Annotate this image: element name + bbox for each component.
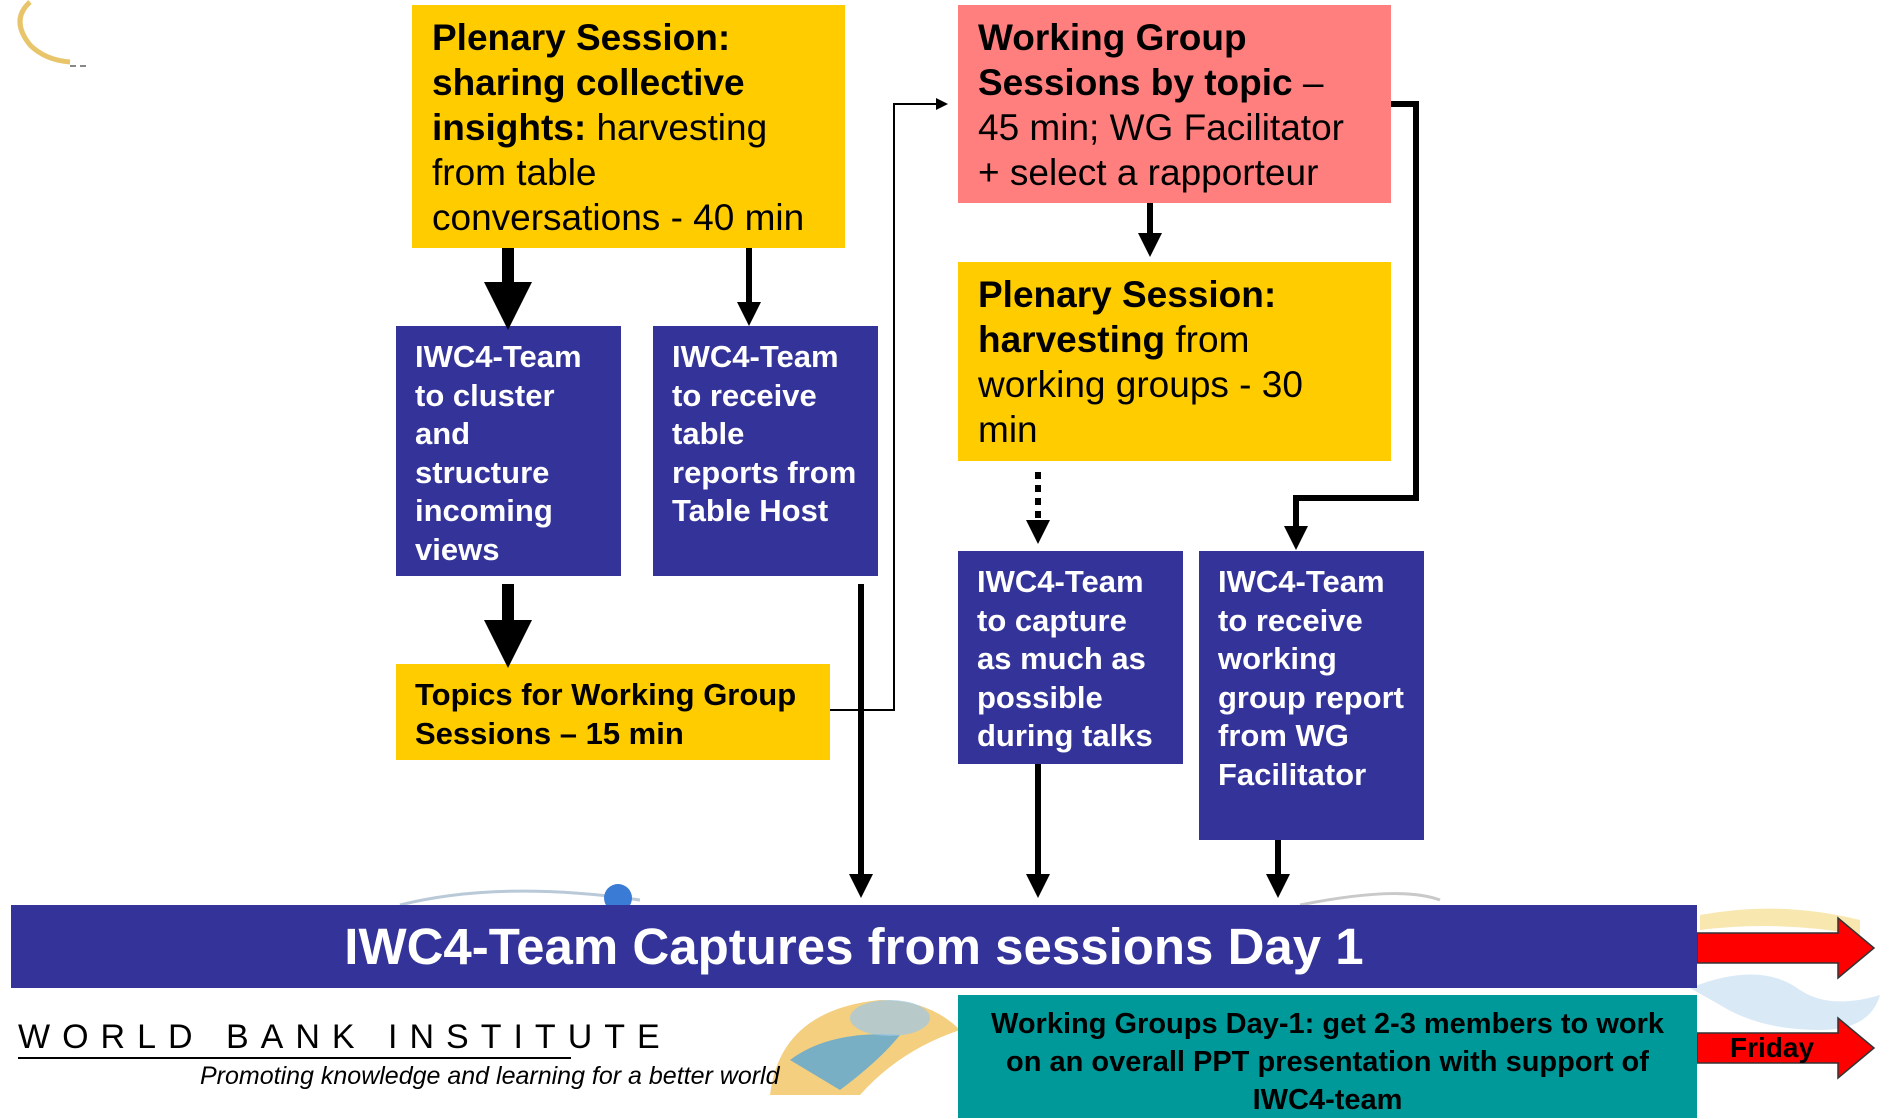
topics-box: Topics for Working Group Sessions – 15 m…: [396, 664, 830, 760]
red-arrow-bottom: [1696, 1016, 1876, 1080]
arrow-topics-to-wg: [830, 98, 948, 711]
team-capture-text: IWC4-Team to capture as much as possible…: [977, 564, 1153, 753]
wg-sessions-detail: – 45 min; WG Facilitator + select a rapp…: [978, 62, 1344, 193]
topics-text: Topics for Working Group Sessions – 15 m…: [415, 677, 797, 751]
wg-day1-text: Working Groups Day-1: get 2-3 members to…: [990, 1008, 1665, 1116]
wbi-logo-tagline: Promoting knowledge and learning for a b…: [200, 1062, 780, 1090]
plenary-harvesting-box: Plenary Session: harvesting from working…: [958, 262, 1391, 461]
wg-day1-box: Working Groups Day-1: get 2-3 members to…: [958, 995, 1697, 1118]
arrow-wg-to-receive-wg: [1284, 101, 1419, 550]
day1-banner: IWC4-Team Captures from sessions Day 1: [11, 905, 1697, 988]
plenary-sharing-detail: harvesting from table conversations - 40…: [432, 107, 805, 238]
team-receive-table-text: IWC4-Team to receive table reports from …: [672, 339, 857, 528]
plenary-sharing-box: Plenary Session: sharing collective insi…: [412, 5, 845, 248]
plenary-sharing-heading: Plenary Session: sharing collective insi…: [432, 17, 745, 148]
team-capture-box: IWC4-Team to capture as much as possible…: [958, 551, 1183, 764]
team-cluster-box: IWC4-Team to cluster and structure incom…: [396, 326, 621, 576]
wg-sessions-box: Working Group Sessions by topic – 45 min…: [958, 5, 1391, 203]
wg-sessions-heading: Working Group Sessions by topic: [978, 17, 1293, 103]
red-arrow-top: [1696, 916, 1876, 980]
team-receive-wg-box: IWC4-Team to receive working group repor…: [1199, 551, 1424, 840]
wbi-logo-rule: [18, 1057, 571, 1059]
plenary-harvesting-heading: Plenary Session: harvesting: [978, 274, 1277, 360]
team-receive-table-box: IWC4-Team to receive table reports from …: [653, 326, 878, 576]
friday-label: Friday: [1730, 1032, 1815, 1063]
team-cluster-text: IWC4-Team to cluster and structure incom…: [415, 339, 582, 567]
wbi-logo-title: WORLD BANK INSTITUTE: [18, 1018, 672, 1056]
plenary-harvesting-detail: from working groups - 30 min: [978, 319, 1303, 450]
team-receive-wg-text: IWC4-Team to receive working group repor…: [1218, 564, 1404, 792]
